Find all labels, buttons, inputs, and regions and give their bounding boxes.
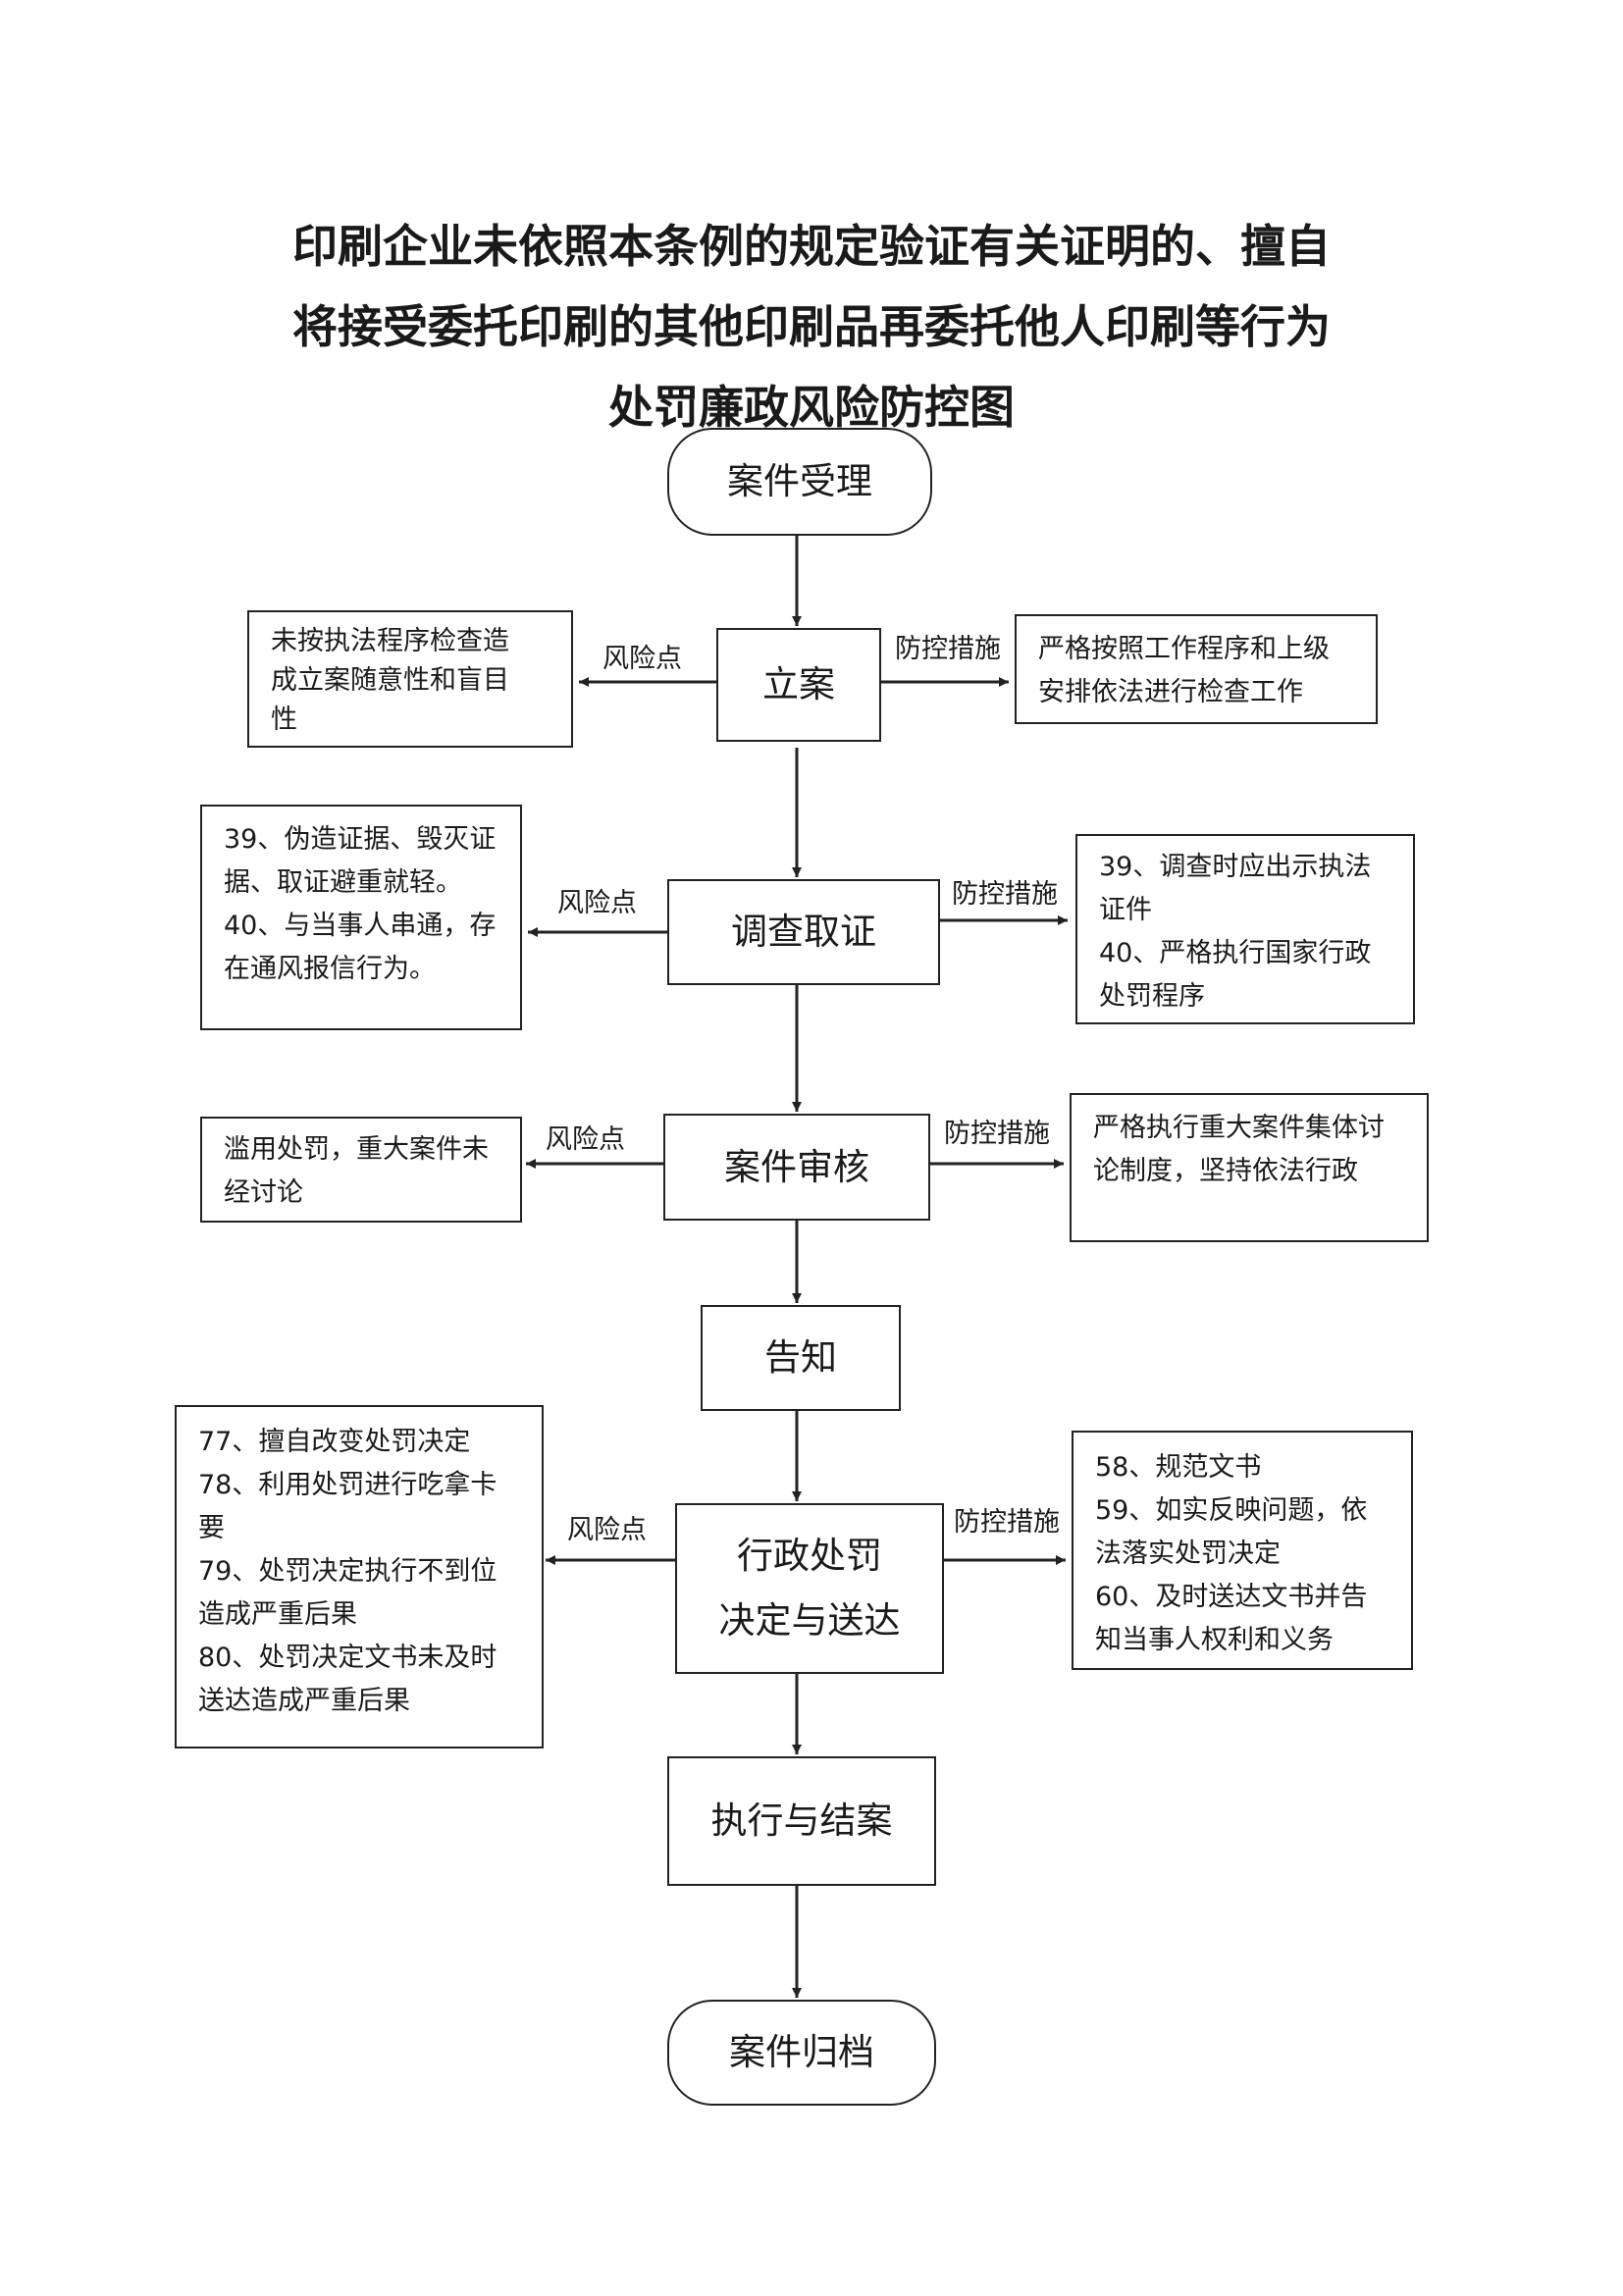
title-line: 处罚廉政风险防控图 xyxy=(608,381,1015,434)
risk-box-review: 滥用处罚，重大案件未 经讨论 xyxy=(200,1117,522,1223)
risk-text: 造成严重后果 xyxy=(198,1599,357,1630)
step-label: 行政处罚 xyxy=(737,1535,882,1577)
control-text: 处罚程序 xyxy=(1099,981,1205,1012)
risk-label: 风险点 xyxy=(567,1515,647,1545)
step-review: 案件审核 xyxy=(663,1114,930,1221)
title-line: 将接受委托印刷的其他印刷品再委托他人印刷等行为 xyxy=(292,300,1331,353)
step-archive: 案件归档 xyxy=(667,2000,936,2106)
title-line: 印刷企业未依照本条例的规定验证有关证明的、擅自 xyxy=(292,220,1331,273)
step-execution: 执行与结案 xyxy=(667,1756,936,1886)
control-text: 论制度，坚持依法行政 xyxy=(1093,1156,1358,1186)
risk-text: 性 xyxy=(271,704,297,735)
risk-box-filing: 未按执法程序检查造 成立案随意性和盲目 性 xyxy=(247,610,573,748)
control-text: 60、及时送达文书并告 xyxy=(1095,1582,1368,1612)
step-label: 案件归档 xyxy=(729,2031,874,2073)
risk-text: 79、处罚决定执行不到位 xyxy=(198,1556,497,1587)
control-label: 防控措施 xyxy=(952,879,1058,910)
step-label: 告知 xyxy=(764,1336,837,1379)
risk-text: 据、取证避重就轻。 xyxy=(224,867,462,898)
risk-label: 风险点 xyxy=(557,888,637,918)
step-label: 立案 xyxy=(762,663,835,705)
risk-text: 78、利用处罚进行吃拿卡 xyxy=(198,1470,497,1500)
step-start: 案件受理 xyxy=(667,428,932,536)
control-label: 防控措施 xyxy=(944,1119,1050,1149)
step-decision: 行政处罚 决定与送达 xyxy=(675,1503,944,1674)
risk-text: 80、处罚决定文书未及时 xyxy=(198,1643,497,1673)
control-text: 59、如实反映问题，依 xyxy=(1095,1495,1368,1526)
risk-text: 40、与当事人串通，存 xyxy=(224,911,497,941)
risk-text: 77、擅自改变处罚决定 xyxy=(198,1427,471,1457)
control-box-decision: 58、规范文书 59、如实反映问题，依 法落实处罚决定 60、及时送达文书并告 … xyxy=(1072,1431,1413,1670)
risk-box-investigation: 39、伪造证据、毁灭证 据、取证避重就轻。 40、与当事人串通，存 在通风报信行… xyxy=(200,805,522,1030)
risk-text: 39、伪造证据、毁灭证 xyxy=(224,824,497,855)
control-text: 严格按照工作程序和上级 xyxy=(1038,634,1330,664)
step-label: 案件审核 xyxy=(724,1145,869,1188)
step-investigation: 调查取证 xyxy=(667,879,940,985)
control-text: 知当事人权利和义务 xyxy=(1095,1625,1334,1655)
control-text: 39、调查时应出示执法 xyxy=(1099,852,1372,882)
step-notification: 告知 xyxy=(701,1305,901,1411)
risk-label: 风险点 xyxy=(602,644,682,674)
step-label: 调查取证 xyxy=(731,911,876,953)
risk-text: 要 xyxy=(198,1513,225,1543)
control-text: 58、规范文书 xyxy=(1095,1452,1262,1483)
control-text: 严格执行重大案件集体讨 xyxy=(1093,1113,1385,1143)
control-label: 防控措施 xyxy=(895,634,1001,664)
control-text: 证件 xyxy=(1099,895,1152,925)
control-text: 40、严格执行国家行政 xyxy=(1099,938,1372,968)
risk-text: 在通风报信行为。 xyxy=(224,954,436,984)
risk-box-decision: 77、擅自改变处罚决定 78、利用处罚进行吃拿卡 要 79、处罚决定执行不到位 … xyxy=(175,1405,544,1748)
risk-text: 经讨论 xyxy=(224,1177,303,1208)
step-label: 执行与结案 xyxy=(710,1800,893,1842)
control-text: 安排依法进行检查工作 xyxy=(1038,677,1303,707)
control-box-filing: 严格按照工作程序和上级 安排依法进行检查工作 xyxy=(1015,614,1378,724)
risk-text: 送达造成严重后果 xyxy=(198,1686,410,1716)
diagram-title: 印刷企业未依照本条例的规定验证有关证明的、擅自 将接受委托印刷的其他印刷品再委托… xyxy=(196,206,1427,447)
step-label: 案件受理 xyxy=(727,460,872,502)
step-label: 决定与送达 xyxy=(718,1599,901,1642)
risk-label: 风险点 xyxy=(546,1124,625,1155)
step-filing: 立案 xyxy=(716,628,881,742)
risk-text: 滥用处罚，重大案件未 xyxy=(224,1134,489,1165)
control-box-review: 严格执行重大案件集体讨 论制度，坚持依法行政 xyxy=(1070,1093,1429,1242)
risk-text: 未按执法程序检查造 xyxy=(271,626,509,656)
control-label: 防控措施 xyxy=(954,1507,1060,1538)
control-text: 法落实处罚决定 xyxy=(1095,1539,1281,1569)
risk-text: 成立案随意性和盲目 xyxy=(271,665,509,696)
control-box-investigation: 39、调查时应出示执法 证件 40、严格执行国家行政 处罚程序 xyxy=(1075,834,1415,1024)
